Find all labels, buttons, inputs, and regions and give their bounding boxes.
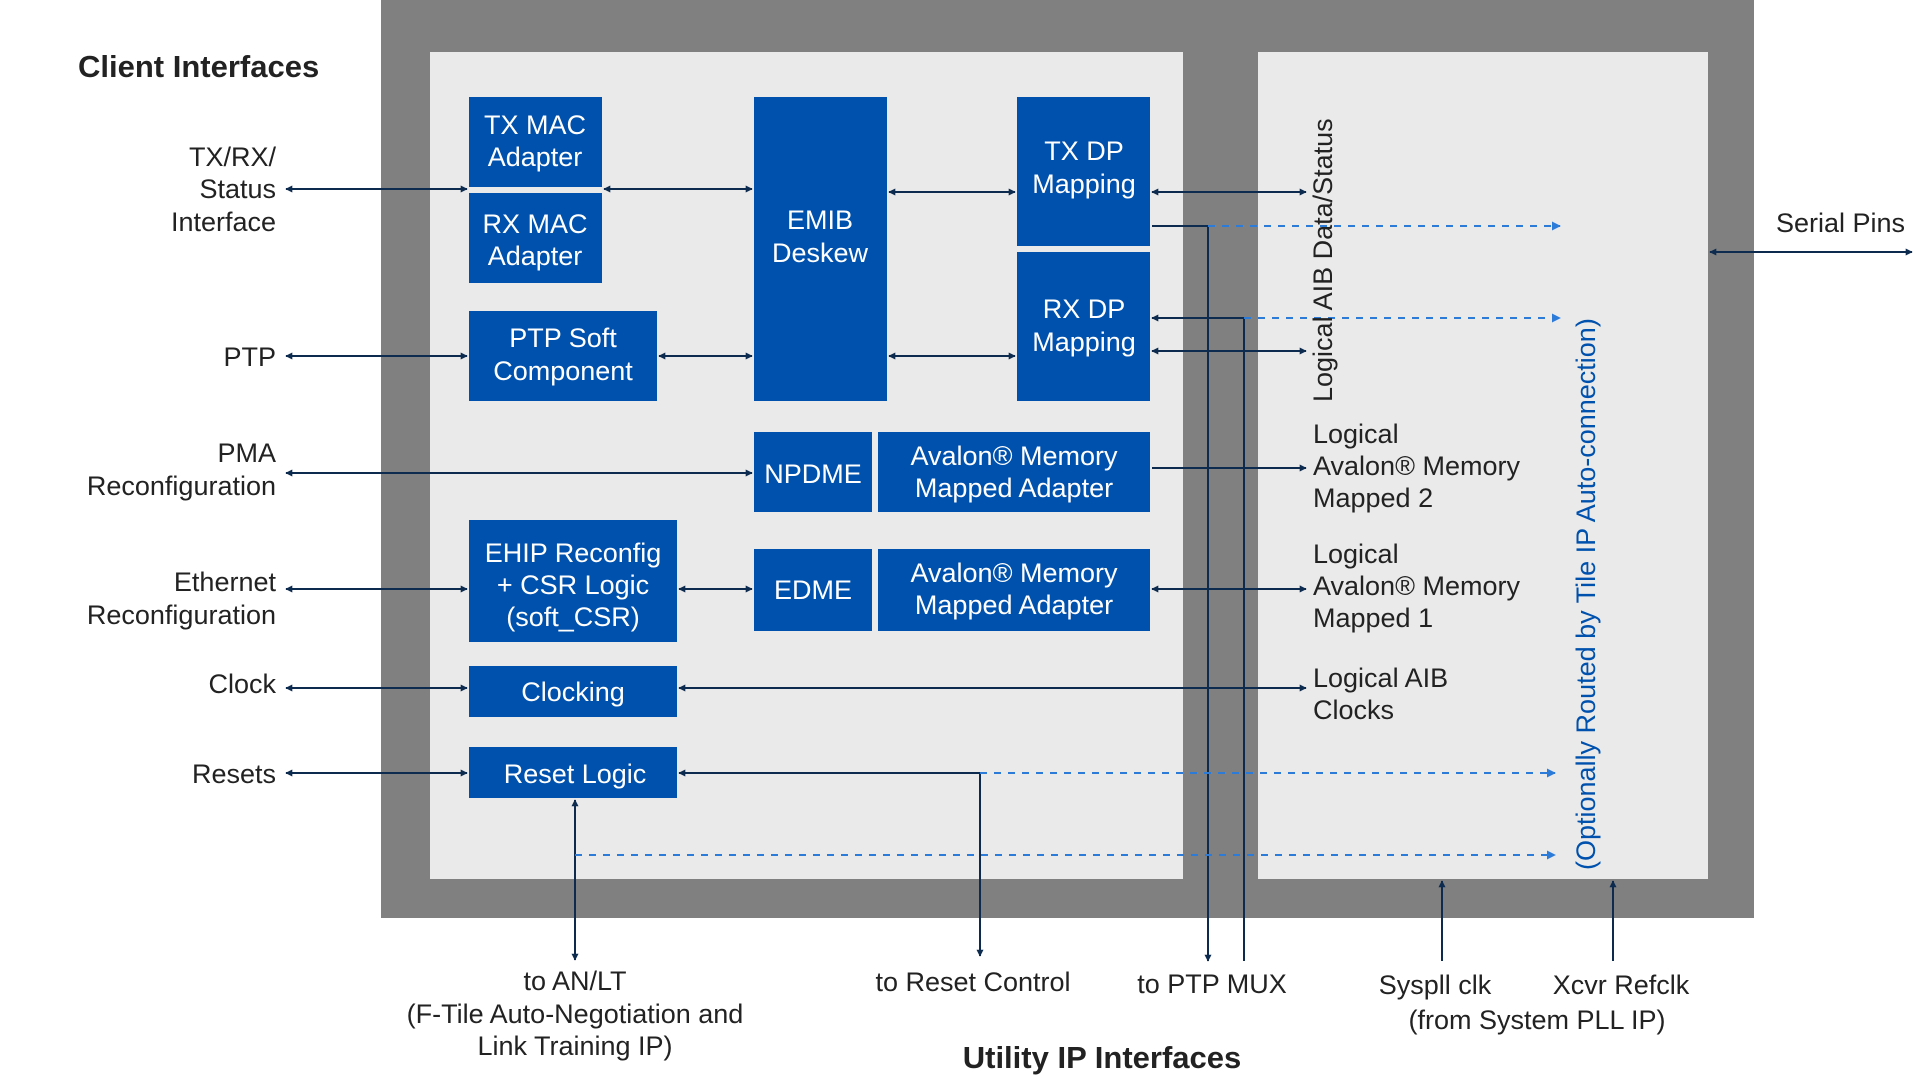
label-ptp: PTP — [223, 342, 276, 372]
block-text: Avalon® Memory — [911, 558, 1118, 588]
label-logical-aib-data-status: Logical AIB Data/Status — [1308, 118, 1338, 402]
block-text: EHIP Reconfig — [485, 538, 662, 568]
label-tile-ip-auto-connection: (Optionally Routed by Tile IP Auto-conne… — [1571, 318, 1601, 870]
block-clocking: Clocking — [469, 666, 677, 717]
label-line: Logical — [1313, 419, 1399, 449]
label-line: Avalon® Memory — [1313, 451, 1520, 481]
label-pma-reconfiguration: PMA Reconfiguration — [87, 438, 276, 501]
label-line: Logical AIB — [1313, 663, 1448, 693]
label-to-an-lt: to AN/LT (F-Tile Auto-Negotiation and Li… — [407, 966, 744, 1061]
block-text: Mapping — [1032, 169, 1136, 199]
block-text: Component — [493, 356, 633, 386]
block-text: NPDME — [764, 459, 862, 489]
block-text: TX MAC — [484, 110, 586, 140]
client-interfaces-header: Client Interfaces — [78, 49, 319, 84]
block-text: Reset Logic — [504, 759, 647, 789]
label-serial-pins: Serial Pins — [1776, 208, 1905, 238]
label-line: Syspll clk — [1379, 970, 1492, 1000]
block-text: PTP Soft — [509, 323, 617, 353]
dashed-connections — [575, 221, 1561, 860]
label-line: (from System PLL IP) — [1408, 1005, 1665, 1035]
block-text: Mapped Adapter — [915, 473, 1113, 503]
block-text: Deskew — [772, 238, 869, 268]
block-tx-mac-adapter: TX MAC Adapter — [469, 97, 602, 187]
label-line: Reconfiguration — [87, 600, 276, 630]
label-txrx-status: TX/RX/ Status Interface — [171, 142, 277, 237]
block-text: RX MAC — [482, 209, 587, 239]
label-line: Status — [199, 174, 276, 204]
label-line: TX/RX/ — [189, 142, 277, 172]
block-ehip-reconfig-csr: EHIP Reconfig + CSR Logic (soft_CSR) — [469, 520, 677, 642]
label-line: Avalon® Memory — [1313, 571, 1520, 601]
label-line: Mapped 1 — [1313, 603, 1433, 633]
label-line: Mapped 2 — [1313, 483, 1433, 513]
block-edme: EDME — [754, 549, 872, 631]
label-line: to AN/LT — [523, 966, 626, 996]
label-line: Logical — [1313, 539, 1399, 569]
block-text: + CSR Logic — [497, 570, 649, 600]
block-text: EMIB — [787, 205, 853, 235]
block-text: (soft_CSR) — [506, 602, 640, 632]
label-line: Link Training IP) — [477, 1031, 672, 1061]
block-rx-mac-adapter: RX MAC Adapter — [469, 193, 602, 283]
block-text: Clocking — [521, 677, 625, 707]
label-logical-avalon-mm-2: Logical Avalon® Memory Mapped 2 — [1313, 419, 1520, 513]
block-emib-deskew: EMIB Deskew — [754, 97, 887, 401]
label-line: Interface — [171, 207, 276, 237]
block-text: Adapter — [488, 241, 583, 271]
label-line: (F-Tile Auto-Negotiation and — [407, 999, 744, 1029]
tile-panel — [1258, 52, 1708, 879]
label-logical-aib-clocks: Logical AIB Clocks — [1313, 663, 1448, 725]
block-text: Mapping — [1032, 327, 1136, 357]
block-tx-dp-mapping: TX DP Mapping — [1017, 97, 1150, 246]
block-text: TX DP — [1044, 136, 1124, 166]
solid-connections — [285, 185, 1913, 962]
block-text: Avalon® Memory — [911, 441, 1118, 471]
label-line: Ethernet — [174, 567, 277, 597]
block-text: Adapter — [488, 142, 583, 172]
label-line: Reconfiguration — [87, 471, 276, 501]
label-line: PMA — [217, 438, 276, 468]
label-syspll-clk: Syspll clk (from System PLL IP) — [1379, 970, 1666, 1035]
block-avalon-mm-adapter-1: Avalon® Memory Mapped Adapter — [878, 549, 1150, 631]
label-ethernet-reconfiguration: Ethernet Reconfiguration — [87, 567, 277, 630]
block-text: EDME — [774, 575, 852, 605]
label-xcvr-refclk: Xcvr Refclk — [1553, 970, 1690, 1000]
utility-ip-interfaces-header: Utility IP Interfaces — [963, 1040, 1242, 1075]
block-text: RX DP — [1043, 294, 1126, 324]
block-npdme: NPDME — [754, 432, 872, 512]
block-reset-logic: Reset Logic — [469, 747, 677, 798]
label-line: Clocks — [1313, 695, 1394, 725]
block-text: Mapped Adapter — [915, 590, 1113, 620]
block-avalon-mm-adapter-2: Avalon® Memory Mapped Adapter — [878, 432, 1150, 512]
label-to-reset-control: to Reset Control — [875, 967, 1070, 997]
label-logical-avalon-mm-1: Logical Avalon® Memory Mapped 1 — [1313, 539, 1520, 633]
label-clock: Clock — [208, 669, 276, 699]
label-to-ptp-mux: to PTP MUX — [1137, 969, 1287, 999]
label-resets: Resets — [192, 759, 276, 789]
block-rx-dp-mapping: RX DP Mapping — [1017, 252, 1150, 401]
block-ptp-soft-component: PTP Soft Component — [469, 311, 657, 401]
